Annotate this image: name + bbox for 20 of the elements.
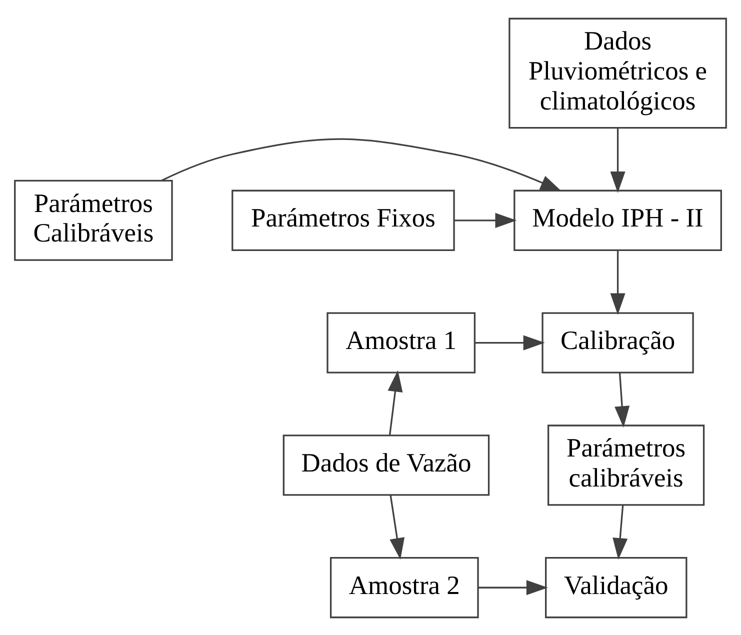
node-box: Parámetros calibráveis — [547, 424, 705, 506]
arrow — [610, 250, 626, 314]
arrow — [454, 212, 517, 228]
arrow — [474, 334, 545, 350]
node-box: Dados de Vazão — [282, 434, 490, 496]
arrow — [478, 580, 548, 595]
node-box: Parámetros Fixos — [232, 189, 455, 251]
node-box: Dados Pluviométricos e climatológicos — [508, 17, 727, 128]
node-box: Validação — [545, 556, 688, 618]
arrow — [390, 494, 405, 560]
arrow — [610, 128, 626, 193]
arrow — [612, 504, 628, 560]
arrow — [388, 370, 403, 434]
arrow — [162, 138, 562, 192]
node-box: Modelo IPH - II — [514, 189, 722, 251]
node-box: Parámetros Calibráveis — [14, 179, 173, 260]
node-box: Amostra 1 — [326, 312, 476, 373]
arrow — [614, 372, 630, 428]
node-box: Amostra 2 — [330, 556, 479, 618]
node-box: Calibração — [542, 312, 694, 373]
